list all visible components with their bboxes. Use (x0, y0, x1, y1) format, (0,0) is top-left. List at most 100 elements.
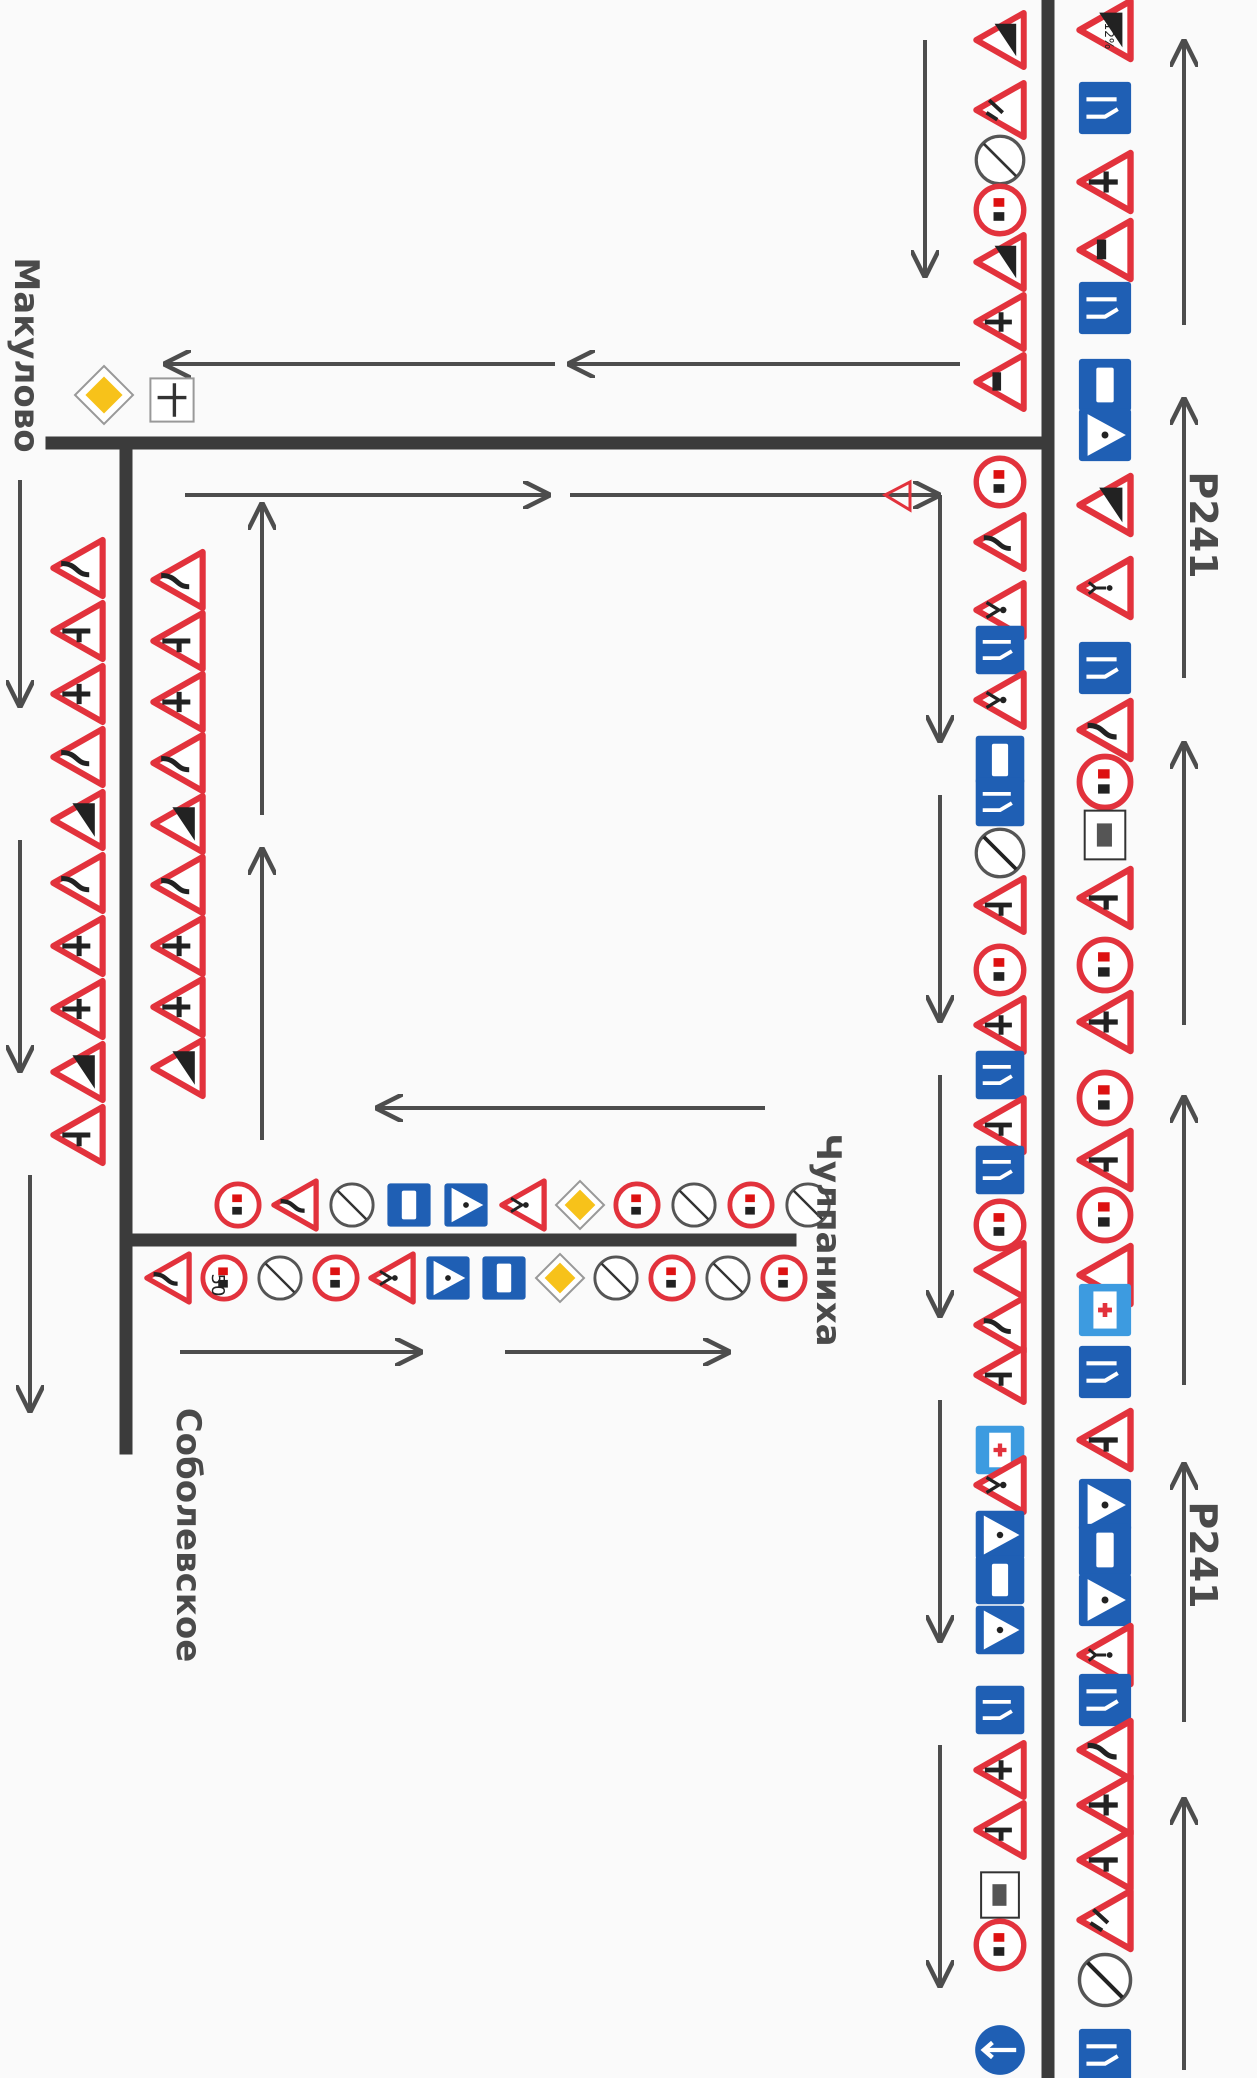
give-way-sign (973, 1240, 1027, 1300)
no-overtaking-sign (973, 1198, 1027, 1252)
side-road-sign (1076, 1827, 1134, 1893)
pedestrian-crossing-sign (1078, 1573, 1132, 1627)
end-restriction-sign (785, 1182, 831, 1228)
warning-grade-sign (50, 788, 106, 852)
cattle-sign (973, 352, 1027, 412)
crossroad-sign (50, 977, 106, 1041)
no-overtaking-sign (973, 455, 1027, 509)
crossroad-sign (50, 662, 106, 726)
no-overtaking-sign (727, 1181, 775, 1229)
warning-grade-sign (973, 10, 1027, 70)
end-restriction-sign (593, 1255, 639, 1301)
side-road-sign (150, 609, 206, 673)
road-label-top: Р241 (1181, 471, 1225, 579)
road-bend-sign (50, 536, 106, 600)
pedestrian-crossing-sign (975, 1510, 1025, 1560)
end-restriction-sign (257, 1255, 303, 1301)
photo-radar-sign (1083, 809, 1127, 861)
bus-stop-sign (975, 735, 1025, 785)
lane-direction-sign (975, 1145, 1025, 1195)
road-bend-sign (150, 731, 206, 795)
photo-radar-sign (980, 1871, 1020, 1919)
crossroad-sign (150, 670, 206, 734)
no-overtaking-sign (973, 943, 1027, 997)
priority-road-sign (554, 1179, 606, 1231)
pedestrian-crossing-sign (1078, 1478, 1132, 1532)
no-overtaking-sign (973, 183, 1027, 237)
children-sign (499, 1178, 547, 1232)
no-overtaking-sign (613, 1181, 661, 1229)
no-overtaking-sign (973, 1918, 1027, 1972)
road-works-sign (973, 80, 1027, 140)
side-road-sign (1076, 865, 1134, 931)
pedestrian-crossing-sign (975, 1605, 1025, 1655)
lane-direction-sign (1078, 81, 1132, 135)
priority-road-sign (73, 364, 135, 426)
village-label-makulovo: Макулово (6, 257, 46, 453)
children-sign (973, 580, 1027, 640)
children-sign (973, 1455, 1027, 1515)
crossroad-sign (1076, 1772, 1134, 1838)
crossroad-sign (1076, 149, 1134, 215)
pedestrian-crossing-sign (1078, 408, 1132, 462)
bus-stop-sign (1078, 358, 1132, 412)
no-overtaking-sign (648, 1254, 696, 1302)
road-bend-sign (50, 725, 106, 789)
end-restriction-sign (671, 1182, 717, 1228)
pedestrian-crossing-sign (426, 1256, 470, 1300)
crossroad-sign (1076, 989, 1134, 1055)
side-road-sign (1076, 1127, 1134, 1193)
village-label-chulpanikha: Чулпаниха (808, 1133, 848, 1347)
straight-only-sign (975, 2025, 1025, 2075)
cattle-sign (1076, 217, 1134, 283)
road-label-bottom: Р241 (1181, 1501, 1225, 1609)
warning-grade-sign (50, 1040, 106, 1104)
lane-direction-sign (1078, 1345, 1132, 1399)
end-restriction-sign (705, 1255, 751, 1301)
crossroad-sign (50, 914, 106, 978)
lane-direction-sign (1078, 281, 1132, 335)
priority-road-sign (534, 1252, 586, 1304)
intersection-plaque-sign (149, 377, 195, 423)
end-restriction-sign (329, 1182, 375, 1228)
crossroad-sign (973, 995, 1027, 1055)
road-bend-sign (50, 851, 106, 915)
lane-direction-sign (1078, 641, 1132, 695)
children-sign (368, 1251, 416, 1305)
warning-grade-sign (150, 1036, 206, 1100)
side-road-sign (973, 1800, 1027, 1860)
road-bend-sign (150, 853, 206, 917)
lane-direction-sign (1078, 2028, 1132, 2078)
road-bend-sign (271, 1178, 319, 1232)
lane-direction-sign (1078, 1673, 1132, 1727)
road-bend-sign (1076, 1717, 1134, 1783)
crossroad-sign (973, 1740, 1027, 1800)
road-bend-sign (150, 548, 206, 612)
crossroad-sign (150, 914, 206, 978)
lane-direction-sign (975, 1685, 1025, 1735)
road-bend-sign (1076, 697, 1134, 763)
side-road-sign (50, 1103, 106, 1167)
side-road-sign (973, 875, 1027, 935)
warning-grade-sign (150, 792, 206, 856)
lane-direction-sign (975, 625, 1025, 675)
crossroad-sign (973, 292, 1027, 352)
no-overtaking-sign (312, 1254, 360, 1302)
road-bend-sign (144, 1251, 192, 1305)
no-overtaking-sign (1076, 753, 1134, 811)
bus-stop-sign (482, 1256, 526, 1300)
side-road-sign (973, 1345, 1027, 1405)
road-bend-sign (973, 512, 1027, 572)
end-no-overtaking-sign (1077, 1952, 1133, 2008)
warning-grade-sign (973, 232, 1027, 292)
end-no-overtaking-sign (974, 827, 1026, 879)
hospital-sign (1078, 1283, 1132, 1337)
road-bend-sign (973, 1295, 1027, 1355)
bus-stop-sign (975, 1555, 1025, 1605)
end-restriction-sign (974, 134, 1026, 186)
speed-limit-text: 50 (207, 1274, 228, 1297)
village-label-sobolevskoe: Соболевское (168, 1407, 208, 1663)
small-warning-sign (881, 479, 912, 513)
no-overtaking-sign (1076, 1186, 1134, 1244)
